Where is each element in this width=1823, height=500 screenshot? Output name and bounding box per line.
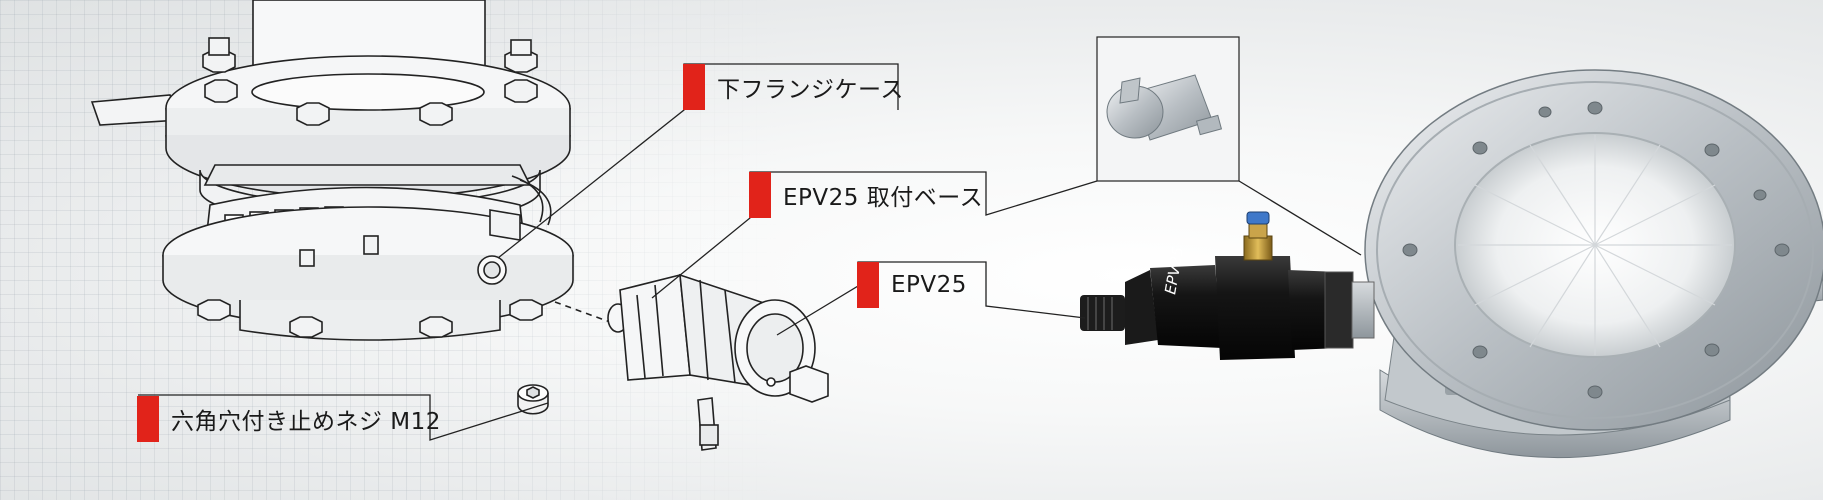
nozzle-icon bbox=[607, 273, 829, 451]
red-marker bbox=[749, 172, 771, 218]
callout-epv25-base: EPV25 取付ベース bbox=[749, 172, 983, 218]
set-screw-drawing bbox=[517, 384, 549, 415]
fitting-icon bbox=[1243, 211, 1273, 261]
callout-lower-flange-case: 下フランジケース bbox=[683, 64, 904, 110]
bolt-icon bbox=[202, 37, 538, 126]
callout-set-screw: 六角穴付き止めネジ M12 bbox=[137, 396, 441, 442]
callout-epv25: EPV25 bbox=[857, 262, 967, 308]
base-photo-inset bbox=[1096, 36, 1240, 182]
callout-label: EPV25 取付ベース bbox=[783, 185, 984, 211]
callout-label: 六角穴付き止めネジ M12 bbox=[171, 409, 441, 435]
flange-assembly-drawing bbox=[90, 0, 829, 451]
callout-label: 下フランジケース bbox=[717, 77, 904, 103]
epv25-unit-photo: EPV25 bbox=[1080, 211, 1375, 360]
red-marker bbox=[683, 64, 705, 110]
callout-label: EPV25 bbox=[891, 272, 967, 298]
red-marker bbox=[137, 396, 159, 442]
red-marker bbox=[857, 262, 879, 308]
bolt-icon bbox=[197, 235, 543, 338]
valve-photo-illustration bbox=[1364, 69, 1823, 459]
